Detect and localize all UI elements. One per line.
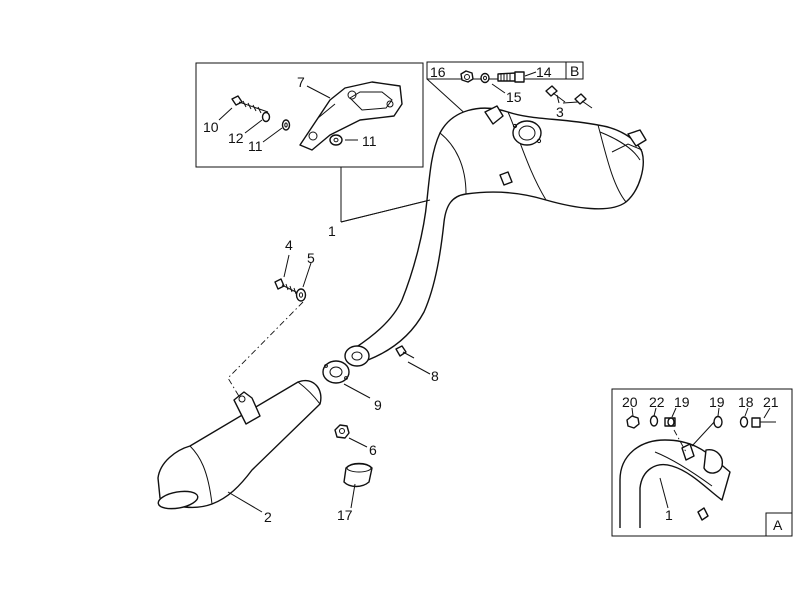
- detail-a-hardware: [626, 415, 776, 429]
- callout-9: 9: [374, 397, 382, 413]
- nut-part: [460, 70, 474, 83]
- washer-part: [261, 111, 271, 123]
- spacer-part: 17: [337, 462, 373, 523]
- callout-a-22: 22: [649, 394, 665, 410]
- callout-15: 15: [506, 89, 522, 105]
- flange-gasket-part: 9: [322, 360, 382, 413]
- callout-1: 1: [328, 223, 336, 239]
- callout-4: 4: [285, 237, 293, 253]
- header-flange: [512, 120, 542, 146]
- stud-part: [497, 71, 525, 83]
- callout-2: 2: [264, 509, 272, 525]
- callout-a-18: 18: [738, 394, 754, 410]
- screw-part: [231, 95, 269, 114]
- detail-a-box: [611, 388, 793, 537]
- callout-10: 10: [203, 119, 219, 135]
- callout-7: 7: [297, 74, 305, 90]
- callout-6: 6: [369, 442, 377, 458]
- mount-axis-line: [227, 301, 304, 399]
- heat-shield-detail-group: 7 10 12 11 11: [195, 62, 431, 223]
- callout-12: 12: [228, 130, 244, 146]
- header-hardware-group: B 16 14 15: [426, 61, 584, 119]
- callout-8: 8: [431, 368, 439, 384]
- callout-16: 16: [430, 64, 446, 80]
- heat-shield-part: [299, 81, 403, 151]
- callout-17: 17: [337, 507, 353, 523]
- detail-a-group: A 20 22 19 19 18 21 1: [611, 388, 793, 537]
- flange-bolt-part: 8: [395, 345, 439, 384]
- callout-a-21: 21: [763, 394, 779, 410]
- washer-part: [480, 72, 490, 84]
- nut-part: 6: [334, 424, 377, 458]
- washer-part: [295, 288, 307, 302]
- muffler-bracket: [233, 391, 261, 425]
- callout-11b: 11: [362, 133, 377, 149]
- callout-a-20: 20: [622, 394, 638, 410]
- callout-3: 3: [556, 104, 564, 120]
- header-pipe-part: 1: [328, 105, 647, 367]
- box-b-label: B: [570, 63, 579, 79]
- muffler-part: 2: [157, 379, 322, 525]
- callout-a-19a: 19: [674, 394, 690, 410]
- heat-shield-detail-box: [195, 62, 424, 168]
- callout-11a: 11: [248, 138, 263, 154]
- callout-a-1: 1: [665, 507, 673, 523]
- callout-a-19b: 19: [709, 394, 725, 410]
- box-a-label: A: [773, 517, 783, 533]
- muffler-bolt-group: 4 5: [227, 237, 315, 399]
- spacer-part: [329, 134, 343, 146]
- callout-14: 14: [536, 64, 552, 80]
- callout-5: 5: [307, 250, 315, 266]
- header-bolts-part: 3: [545, 85, 593, 120]
- washer-part: [281, 119, 291, 131]
